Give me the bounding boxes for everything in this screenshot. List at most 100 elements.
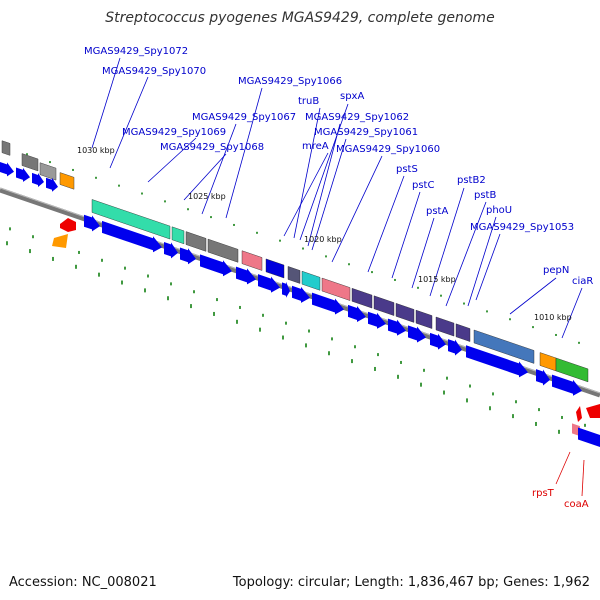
- feature-block: [21, 153, 39, 172]
- forward-gene-arrow: [292, 285, 310, 303]
- leader-line: [183, 153, 227, 201]
- feature-block: [351, 287, 373, 309]
- feature-block: [59, 172, 75, 190]
- feature-block: [171, 226, 185, 245]
- gene-label-spy1070: MGAS9429_Spy1070: [102, 66, 206, 77]
- leader-line: [391, 191, 421, 279]
- gene-label-pstA: pstA: [426, 206, 448, 217]
- gene-label-spy1068: MGAS9429_Spy1068: [160, 142, 264, 153]
- feature-block: [265, 258, 285, 279]
- gene-labels-red: rpsT coaA: [532, 488, 589, 510]
- feature-block: [395, 303, 415, 323]
- feature-block: [321, 277, 351, 301]
- feature-block: [415, 309, 433, 329]
- gene-label-spy1066: MGAS9429_Spy1066: [238, 76, 342, 87]
- gene-label-spy1062: MGAS9429_Spy1062: [305, 112, 409, 123]
- forward-gene-arrow: [164, 242, 178, 259]
- forward-gene-arrow: [84, 214, 100, 232]
- leader-line: [467, 216, 497, 307]
- leader-line: [307, 123, 341, 247]
- feature-block: [435, 316, 455, 337]
- gene-label-spy1061: MGAS9429_Spy1061: [314, 127, 418, 138]
- forward-gene-arrow: [102, 220, 162, 253]
- forward-gene-arrow: [282, 281, 290, 298]
- feature-block: [52, 234, 68, 248]
- gene-features: [0, 140, 600, 447]
- gene-label-truB: truB: [298, 96, 319, 107]
- feature-block: [287, 266, 301, 284]
- feature-block: [539, 352, 557, 372]
- gene-label-mreA: mreA: [302, 141, 329, 152]
- leader-line: [147, 137, 197, 183]
- scale-label-1010: 1010 kbp: [534, 313, 572, 322]
- gene-label-ciaR: ciaR: [572, 276, 593, 287]
- scale-labels: 1030 kbp 1025 kbp 1020 kbp 1015 kbp 1010…: [77, 146, 572, 322]
- leader-line: [293, 107, 321, 239]
- gene-label-coaA: coaA: [564, 499, 589, 510]
- gene-label-spy1060: MGAS9429_Spy1060: [336, 144, 440, 155]
- leader-line: [331, 155, 383, 263]
- leader-line: [283, 152, 329, 237]
- feature-block: [473, 329, 535, 364]
- feature-block: [301, 270, 321, 291]
- reverse-gene-arrow: [586, 404, 600, 418]
- gene-label-spxA: spxA: [340, 91, 364, 102]
- feature-block: [185, 231, 207, 252]
- gene-label-rpsT: rpsT: [532, 488, 555, 499]
- gene-label-pepN: pepN: [543, 265, 569, 276]
- leader-line: [225, 87, 263, 219]
- reverse-gene-arrow: [60, 218, 76, 232]
- feature-block: [555, 357, 589, 383]
- scale-label-1025: 1025 kbp: [188, 192, 226, 201]
- scale-ticks: [3, 145, 586, 434]
- feature-block: [455, 323, 471, 342]
- leader-line: [445, 201, 487, 307]
- gene-label-pstB: pstB: [474, 190, 496, 201]
- leader-line: [109, 76, 149, 169]
- leader-line: [581, 459, 585, 497]
- genome-summary-text: Topology: circular; Length: 1,836,467 bp…: [232, 575, 590, 590]
- gene-labels: MGAS9429_Spy1072 MGAS9429_Spy1070 MGAS94…: [84, 46, 593, 287]
- forward-gene-arrow: [552, 374, 582, 396]
- leader-line: [429, 187, 465, 297]
- forward-gene-arrow: [258, 274, 280, 293]
- leader-line: [91, 57, 121, 149]
- accession-text: Accession: NC_008021: [9, 575, 157, 590]
- forward-gene-arrow: [388, 318, 406, 336]
- gene-label-phoU: phoU: [486, 205, 512, 216]
- leader-line: [201, 123, 237, 215]
- forward-gene-arrow: [348, 304, 366, 322]
- scale-label-1030: 1030 kbp: [77, 146, 115, 155]
- feature-block: [373, 295, 395, 316]
- forward-gene-arrow: [32, 172, 44, 187]
- forward-gene-arrow: [448, 339, 462, 356]
- leader-line: [299, 103, 349, 241]
- forward-gene-arrow: [0, 162, 14, 177]
- leader-line: [509, 277, 557, 315]
- gene-label-pstC: pstC: [412, 180, 434, 191]
- feature-block: [91, 199, 171, 240]
- label-leader-lines: [91, 57, 585, 497]
- forward-gene-arrow: [466, 345, 528, 378]
- feature-block: [1, 140, 11, 156]
- forward-gene-arrow: [430, 332, 446, 350]
- leader-line: [367, 175, 405, 273]
- feature-block: [241, 250, 263, 271]
- leader-line: [561, 287, 583, 339]
- leader-line: [311, 138, 347, 251]
- forward-gene-arrow: [312, 292, 344, 315]
- map-title: Streptococcus pyogenes MGAS9429, complet…: [105, 10, 494, 26]
- forward-gene-arrow: [200, 254, 232, 277]
- forward-gene-arrow: [46, 177, 58, 192]
- forward-gene-arrow: [180, 247, 196, 265]
- gene-label-pstS: pstS: [396, 164, 418, 175]
- gene-label-spy1069: MGAS9429_Spy1069: [122, 127, 226, 138]
- forward-gene-arrow: [536, 369, 550, 386]
- forward-gene-arrow: [368, 311, 386, 329]
- gene-label-spy1067: MGAS9429_Spy1067: [192, 112, 296, 123]
- scale-label-1020: 1020 kbp: [304, 235, 342, 244]
- leader-line: [555, 451, 571, 485]
- feature-block: [39, 162, 57, 181]
- forward-gene-arrow: [578, 427, 600, 447]
